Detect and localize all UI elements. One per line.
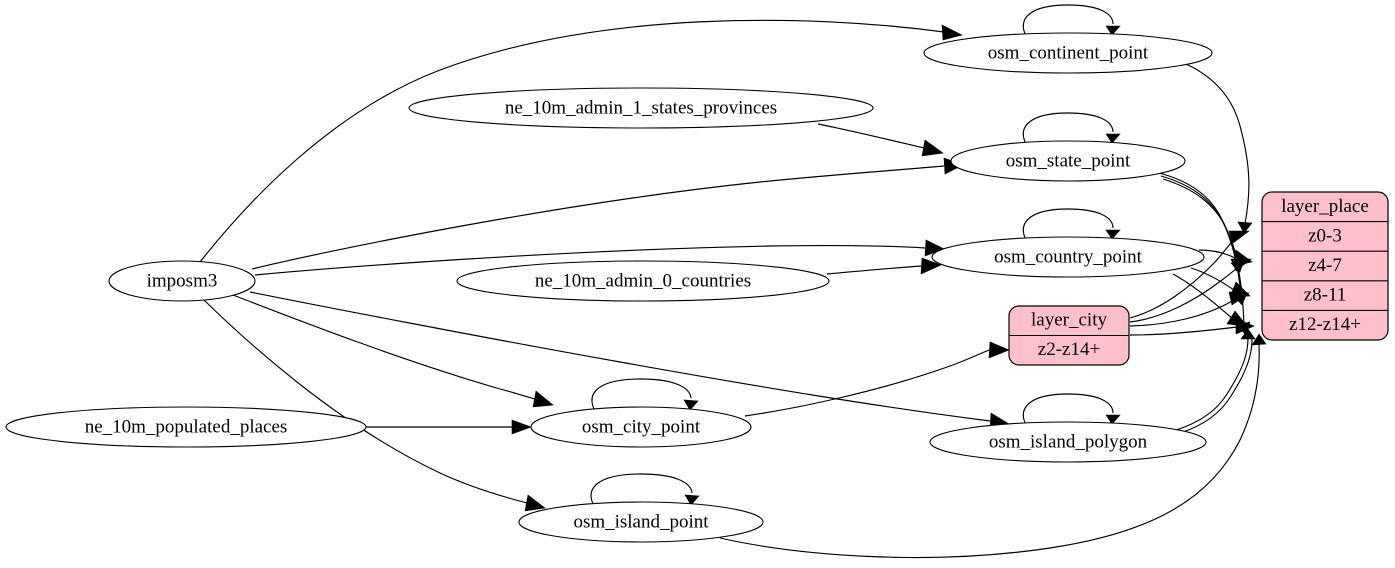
edge-self-loop-osm_state_point — [1022, 112, 1121, 145]
node-ne_10m_admin_0_countries[interactable]: ne_10m_admin_0_countries — [456, 260, 830, 302]
edge-ne_10m_populated_places-to-osm_city_point — [366, 419, 532, 435]
record-row-layer_place-z4-7[interactable]: z4-7 — [1308, 255, 1342, 276]
node-label-imposm3: imposm3 — [147, 270, 218, 291]
edge-layer_city-to-layer_place-z4-7 — [1129, 258, 1252, 323]
edge-osm_city_point-to-layer_city — [744, 341, 1010, 417]
record-row-layer_city-title: layer_city — [1031, 309, 1107, 330]
edge-self-loop-osm_island_polygon — [1022, 393, 1121, 426]
node-imposm3[interactable]: imposm3 — [108, 260, 256, 302]
edge-osm_island_polygon-to-layer_place-z12-z14+-second — [1179, 338, 1253, 434]
record-row-layer_place-z8-11[interactable]: z8-11 — [1304, 285, 1347, 306]
record-row-layer_city-z2-z14+[interactable]: z2-z14+ — [1038, 339, 1100, 360]
node-ne_10m_admin_1_states_provinces[interactable]: ne_10m_admin_1_states_provinces — [408, 87, 874, 129]
record-row-layer_place-z0-3[interactable]: z0-3 — [1308, 225, 1342, 246]
edge-self-loop-osm_continent_point — [1022, 4, 1121, 37]
node-osm_continent_point[interactable]: osm_continent_point — [923, 32, 1213, 74]
edge-imposm3-to-osm_city_point — [232, 294, 554, 408]
edge-osm_island_point-to-layer_place-z12-z14+ — [719, 333, 1267, 559]
node-label-osm_island_point: osm_island_point — [573, 511, 709, 532]
edge-layer_city-to-layer_place-z0-3 — [1129, 230, 1250, 319]
edge-imposm3-to-osm_continent_point — [199, 19, 963, 263]
node-label-osm_city_point: osm_city_point — [582, 416, 701, 437]
edge-ne_10m_admin_1_states_provinces-to-osm_state_point — [817, 123, 944, 157]
edge-self-loop-osm_city_point — [591, 378, 699, 412]
record-node-layer: layer_place z0-3 z4-7 z8-11 z12-z14+ lay… — [1008, 191, 1389, 366]
node-label-ne_10m_populated_places: ne_10m_populated_places — [85, 416, 288, 437]
node-osm_city_point[interactable]: osm_city_point — [530, 406, 752, 448]
node-layer: imposm3 ne_10m_admin_1_states_provinces … — [5, 32, 1213, 543]
record-row-layer_place-title: layer_place — [1281, 196, 1369, 217]
edge-layer_city-to-layer_place-z12-z14+ — [1129, 318, 1255, 336]
edge-layer_city-to-layer_place-z8-11 — [1129, 291, 1250, 327]
node-label-ne_10m_admin_1_states_provinces: ne_10m_admin_1_states_provinces — [505, 97, 777, 118]
node-ne_10m_populated_places[interactable]: ne_10m_populated_places — [5, 406, 367, 448]
node-label-ne_10m_admin_0_countries: ne_10m_admin_0_countries — [535, 270, 751, 291]
node-osm_island_polygon[interactable]: osm_island_polygon — [929, 421, 1207, 463]
edge-self-loop-osm_island_point — [590, 473, 700, 507]
edge-osm_continent_point-to-layer_place-z0-3 — [1185, 63, 1253, 234]
edge-layer — [199, 4, 1267, 559]
node-label-osm_continent_point: osm_continent_point — [988, 42, 1149, 63]
node-label-osm_island_polygon: osm_island_polygon — [989, 431, 1148, 452]
edge-osm_island_polygon-to-layer_place-z12-z14+ — [1175, 328, 1256, 431]
node-osm_island_point[interactable]: osm_island_point — [518, 501, 764, 543]
edge-ne_10m_admin_0_countries-to-osm_country_point — [826, 257, 942, 275]
edge-imposm3-to-osm_state_point — [251, 157, 964, 270]
edge-self-loop-osm_country_point — [1022, 208, 1121, 241]
record-node-layer_place[interactable]: layer_place z0-3 z4-7 z8-11 z12-z14+ — [1261, 191, 1389, 341]
node-osm_state_point[interactable]: osm_state_point — [950, 140, 1186, 182]
record-row-layer_place-z12-z14+[interactable]: z12-z14+ — [1289, 314, 1361, 335]
node-label-osm_country_point: osm_country_point — [994, 246, 1142, 267]
edge-imposm3-to-osm_island_point — [203, 299, 546, 512]
node-osm_country_point[interactable]: osm_country_point — [931, 236, 1205, 278]
record-node-layer_city[interactable]: layer_city z2-z14+ — [1008, 305, 1130, 366]
node-label-osm_state_point: osm_state_point — [1006, 150, 1131, 171]
